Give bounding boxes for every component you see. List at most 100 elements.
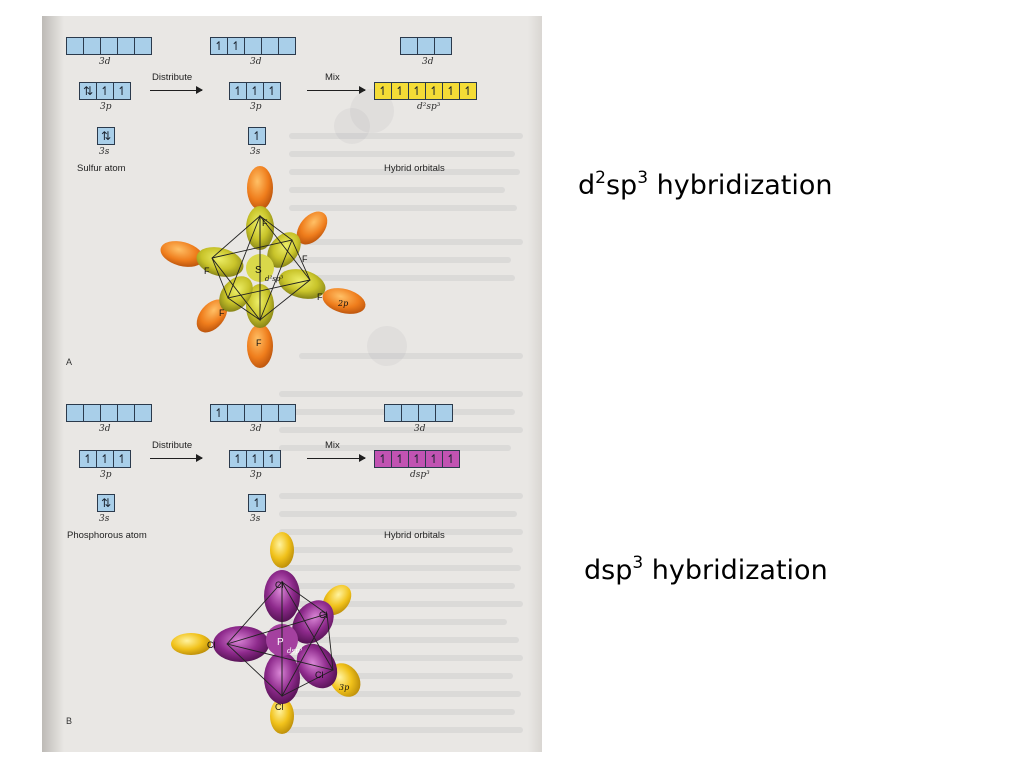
orbital-box: [436, 405, 452, 421]
heading-dsp3: dsp3 hybridization: [584, 553, 828, 586]
orbital-box: ↿: [230, 451, 247, 467]
panel-b-excited-3s-box: ↿: [248, 494, 266, 512]
fluorine-label-right: F: [317, 292, 323, 302]
panel-b-ground-3d-label: 3d: [99, 424, 111, 434]
panel-a-ground-3d-label: 3d: [99, 57, 111, 67]
panel-a-excited-3s-label: 3s: [250, 147, 261, 157]
chlorine-label-bottom: Cl: [275, 702, 284, 712]
chlorine-label-left: Cl: [207, 640, 216, 650]
orbital-box: ↿: [249, 128, 265, 144]
orbital-box: ↿: [409, 451, 426, 467]
panel-b-letter: B: [66, 716, 73, 726]
orbital-box: ↿: [97, 451, 114, 467]
orbital-box: [262, 38, 279, 54]
fluorine-lobes: [160, 166, 366, 368]
heading-a-sup: 2: [595, 168, 606, 188]
panel-b-mix-arrow: [307, 454, 366, 462]
fluorine-lobe-upper-right: [296, 211, 328, 245]
panel-a-ground-3d-boxes: [66, 37, 152, 55]
panel-b-ground-3d-boxes: [66, 404, 152, 422]
panel-a-hybrid-3d-label: 3d: [422, 57, 434, 67]
page-gutter-shadow: [42, 16, 64, 752]
orbital-box: ↿: [426, 451, 443, 467]
orbital-box: [67, 38, 84, 54]
panel-b-excited-3s-label: 3s: [250, 514, 261, 524]
panel-b-ground-3p-label: 3p: [100, 470, 112, 480]
heading-a-part: d: [578, 170, 596, 201]
fluorine-label-left: F: [204, 266, 210, 276]
panel-a-excited-3d-boxes: ↿↿: [210, 37, 296, 55]
panel-b-hybrid-label: dsp³: [410, 470, 430, 480]
chlorine-lobe-top: [270, 532, 294, 568]
panel-b-excited-3p-label: 3p: [250, 470, 262, 480]
orbital-box: [135, 405, 151, 421]
heading-b-sup: 3: [632, 553, 644, 573]
orbital-box: ↿: [460, 83, 476, 99]
orbital-box: ↿: [114, 83, 130, 99]
panel-b-hybrid-3d-boxes: [384, 404, 453, 422]
fluorine-label-lower-left: F: [219, 308, 225, 318]
orbital-box: [67, 405, 84, 421]
orbital-box: [101, 405, 118, 421]
orbital-box: [135, 38, 151, 54]
orbital-box: ↿: [426, 83, 443, 99]
bipyramid-edges: [226, 580, 334, 698]
panel-b-hybrid-boxes: ↿↿↿↿↿: [374, 450, 460, 468]
fluorine-label-upper-right: F: [302, 254, 308, 264]
orbital-box: ↿: [264, 451, 280, 467]
panel-b-hybrid-3d-label: 3d: [414, 424, 426, 434]
fluorine-lobe-right: [322, 288, 366, 314]
orbital-box: [228, 405, 245, 421]
panel-a-mix-arrow: [307, 86, 366, 94]
orbital-box: [401, 38, 418, 54]
orbital-box: ↿: [228, 38, 245, 54]
hybrid-label: dsp³: [287, 647, 303, 655]
panel-b-excited-3d-boxes: ↿: [210, 404, 296, 422]
heading-b-part: hybridization: [643, 555, 828, 586]
fluorine-label-bottom: F: [256, 338, 262, 348]
panel-b-excited-3d-label: 3d: [250, 424, 262, 434]
panel-a-distribute-arrow: [150, 86, 203, 94]
heading-a-part: hybridization: [648, 170, 833, 201]
orbital-box: [385, 405, 402, 421]
panel-a-excited-3s-box: ↿: [248, 127, 266, 145]
fluorine-label-top: F: [262, 218, 268, 228]
sulfur-hybrid-core: [196, 206, 326, 328]
orbital-box: ↿: [375, 451, 392, 467]
page-edge-shadow: [528, 16, 542, 752]
panel-a-hybrid-3d-boxes: [400, 37, 452, 55]
orbital-3p-label: 3p: [339, 683, 349, 692]
orbital-box: ↿: [443, 83, 460, 99]
orbital-box: ⇅: [80, 83, 97, 99]
orbital-box: [279, 405, 295, 421]
scanned-textbook-page: 3d ↿↿ 3d 3d ⇅↿↿ 3p Distribute ↿↿↿ 3p Mix…: [42, 16, 542, 752]
orbital-box: ↿: [247, 451, 264, 467]
heading-b-part: dsp: [584, 555, 633, 586]
orbital-box: ⇅: [98, 128, 114, 144]
orbital-box: [245, 405, 262, 421]
chlorine-label-upper-right: Cl: [319, 610, 328, 620]
octahedron-edges: [211, 214, 311, 322]
orbital-box: ↿: [80, 451, 97, 467]
orbital-box: ↿: [392, 451, 409, 467]
fluorine-lobe-bottom: [247, 324, 273, 368]
panel-a-ground-3p-boxes: ⇅↿↿: [79, 82, 131, 100]
orbital-box: ↿: [392, 83, 409, 99]
orbital-box: ↿: [375, 83, 392, 99]
orbital-box: [101, 38, 118, 54]
panel-a-ground-3s-label: 3s: [99, 147, 110, 157]
panel-a-excited-3d-label: 3d: [250, 57, 262, 67]
panel-b-distribute-arrow: [150, 454, 203, 462]
panel-a-hybrid-boxes: ↿↿↿↿↿↿: [374, 82, 477, 100]
panel-b-ground-3p-boxes: ↿↿↿: [79, 450, 131, 468]
chlorine-lobe-bottom: [270, 698, 294, 734]
orbital-box: [245, 38, 262, 54]
chlorine-lobe-lower-right: [329, 663, 361, 697]
sulfur-label: S: [255, 265, 262, 276]
orbital-box: ↿: [264, 83, 280, 99]
panel-a-letter: A: [66, 357, 73, 367]
orbital-box: [419, 405, 436, 421]
panel-a-excited-3p-boxes: ↿↿↿: [229, 82, 281, 100]
orbital-box: ↿: [443, 451, 459, 467]
orbital-box: ↿: [247, 83, 264, 99]
